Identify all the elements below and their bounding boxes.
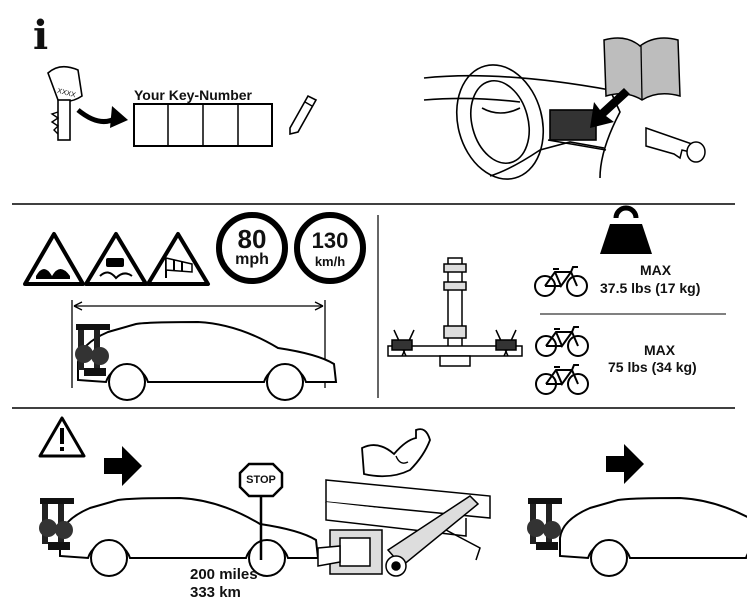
arrow-right-icon: [104, 446, 142, 486]
stop-sign-text: STOP: [246, 474, 276, 486]
bike-rack: [527, 498, 562, 550]
check-distance-km: 333 km: [190, 584, 241, 601]
weight-icon: [600, 205, 652, 254]
speed-sign-80-value: 80: [237, 224, 267, 254]
info-icon: i: [33, 12, 49, 59]
max-load-label-1: MAX: [640, 262, 672, 278]
speed-sign-130: [294, 212, 366, 284]
key-icon-2: [645, 126, 706, 163]
key-number-boxes: [133, 103, 273, 147]
bicycle-icon: [534, 266, 588, 297]
speed-sign-80-unit: mph: [235, 251, 269, 268]
check-distance-miles: 200 miles: [190, 566, 258, 583]
max-load-label-2: MAX: [644, 342, 676, 358]
slippery-road-warning-icon: [84, 232, 148, 286]
pen-icon: [289, 94, 318, 136]
stop-sign-icon: [238, 462, 284, 560]
warning-icon: [38, 416, 86, 458]
flexed-arm-icon: [361, 428, 431, 478]
bicycle-icon: [535, 364, 589, 395]
manual-book-icon: [603, 37, 681, 101]
dashboard-glovebox-illustration: [423, 64, 621, 180]
bike-rack-product: [387, 257, 523, 367]
speed-sign-130-unit: km/h: [314, 254, 346, 269]
road-bumps-warning-icon: [23, 232, 85, 286]
max-load-weight-1: 37.5 lbs (17 kg): [600, 280, 701, 296]
crosswind-warning-icon: [146, 232, 210, 286]
curved-arrow: [76, 108, 118, 125]
key-icon: [47, 65, 83, 141]
tow-hitch-illustration: [317, 479, 491, 577]
speed-sign-80: [216, 212, 288, 284]
bicycle-icon: [535, 326, 589, 357]
bike-rack: [39, 498, 74, 550]
car-with-rack: [559, 497, 747, 577]
key-number-label: Your Key-Number: [134, 87, 252, 103]
car-with-rack: [77, 321, 337, 401]
car-with-rack: [59, 497, 319, 577]
max-load-weight-2: 75 lbs (34 kg): [608, 359, 697, 375]
speed-sign-130-value: 130: [311, 228, 349, 253]
arrow-right-icon: [606, 444, 644, 484]
